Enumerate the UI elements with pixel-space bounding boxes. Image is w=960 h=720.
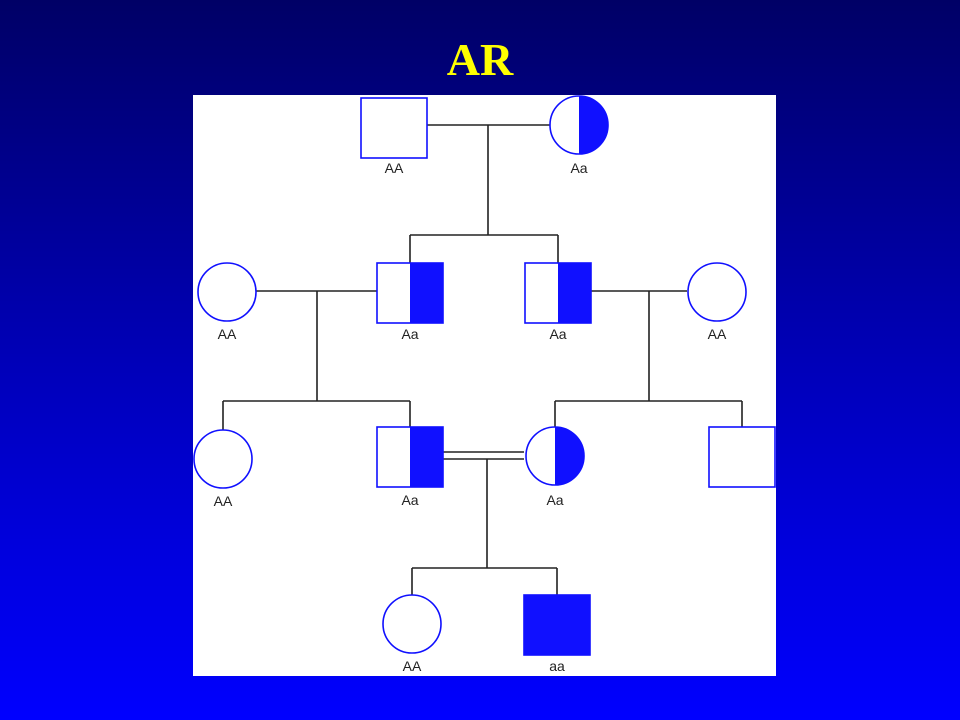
gen2-son-left: Aa xyxy=(376,262,444,342)
gen3-right-son xyxy=(708,426,776,488)
carrier-fill xyxy=(579,96,608,154)
male-affected-symbol xyxy=(523,594,591,656)
genotype-label: AA xyxy=(403,658,422,674)
gen1-mother: Aa xyxy=(549,95,609,176)
gen3-daughter: Aa xyxy=(525,426,585,508)
carrier-fill xyxy=(410,427,443,487)
gen2-son-right: Aa xyxy=(524,262,592,342)
relationship-lines xyxy=(222,124,743,595)
pedigree-diagram: AA Aa AA Aa Aa AA AA xyxy=(193,95,776,674)
gen2-left-spouse: AA xyxy=(197,262,257,342)
pedigree-panel: AA Aa AA Aa Aa AA AA xyxy=(193,95,776,676)
female-unaffected-symbol xyxy=(382,594,442,654)
genotype-label: AA xyxy=(214,493,233,509)
slide-title: AR xyxy=(446,34,514,85)
genotype-label: Aa xyxy=(549,326,566,342)
genotype-label: Aa xyxy=(401,326,418,342)
female-unaffected-symbol xyxy=(687,262,747,322)
gen2-right-spouse: AA xyxy=(687,262,747,342)
gen1-father: AA xyxy=(360,97,428,176)
carrier-fill xyxy=(410,263,443,323)
genotype-label: AA xyxy=(708,326,727,342)
male-unaffected-symbol xyxy=(360,97,428,159)
gen3-son: Aa xyxy=(376,426,444,508)
female-unaffected-symbol xyxy=(197,262,257,322)
genotype-label: AA xyxy=(218,326,237,342)
male-unaffected-symbol xyxy=(708,426,776,488)
genotype-label: AA xyxy=(385,160,404,176)
genotype-label: aa xyxy=(549,658,565,674)
female-unaffected-symbol xyxy=(193,429,253,489)
genotype-label: Aa xyxy=(401,492,418,508)
genotype-label: Aa xyxy=(546,492,563,508)
carrier-fill xyxy=(555,427,584,485)
gen4-daughter: AA xyxy=(382,594,442,674)
genotype-label: Aa xyxy=(570,160,587,176)
carrier-fill xyxy=(558,263,591,323)
gen4-son: aa xyxy=(523,594,591,674)
gen3-left-daughter: AA xyxy=(193,429,253,509)
